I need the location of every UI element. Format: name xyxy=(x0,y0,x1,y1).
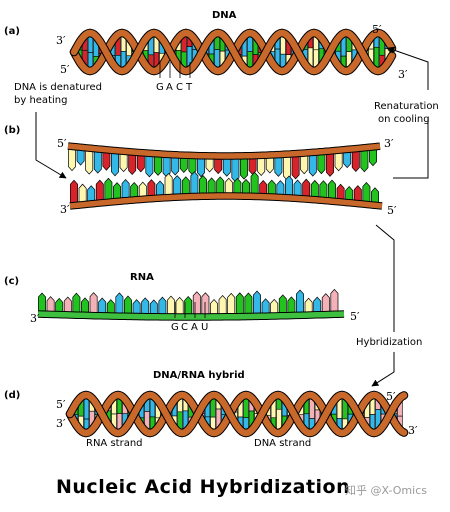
nucleotide-base xyxy=(192,291,201,318)
renature-arrow xyxy=(393,118,429,179)
d-end-bottom-left: 3′ xyxy=(56,417,66,430)
b-end-top-left: 5′ xyxy=(57,137,67,150)
denatured-single-strands xyxy=(67,142,383,210)
nucleotide-base xyxy=(231,155,240,183)
a-base-g: G xyxy=(156,82,164,93)
b-end-bottom-left: 3′ xyxy=(60,203,70,216)
c-base-callout: G C A U xyxy=(171,302,208,333)
c-base-u: U xyxy=(201,322,208,333)
a-base-c: C xyxy=(176,82,183,93)
c-end-left: 3′ xyxy=(30,312,40,325)
hybridization-caption: Hybridization xyxy=(356,337,422,348)
panel-c-letter: (c) xyxy=(4,276,19,287)
backbone xyxy=(66,391,408,437)
a-end-bottom-left: 5′ xyxy=(60,63,70,76)
a-base-a: A xyxy=(166,82,173,93)
c-end-right: 5′ xyxy=(350,310,360,323)
d-end-top-right: 5′ xyxy=(386,390,396,403)
panel-b-letter: (b) xyxy=(4,125,20,136)
backbone xyxy=(66,391,408,437)
rna-single-strand xyxy=(37,288,345,321)
renature-arrow-top xyxy=(387,46,429,90)
strand-backbone xyxy=(37,311,345,320)
d-end-top-left: 5′ xyxy=(56,398,66,411)
panel-d-heading: DNA/RNA hybrid xyxy=(153,370,245,381)
hybridize-arrow-bottom xyxy=(371,352,395,387)
renature-caption-line2: on cooling xyxy=(378,114,430,125)
renature-caption-line1: Renaturation xyxy=(374,101,439,112)
panel-c-heading: RNA xyxy=(130,272,154,283)
panel-a-letter: (a) xyxy=(4,26,20,37)
backbone xyxy=(70,29,396,75)
a-end-top-right: 5′ xyxy=(372,23,382,36)
b-end-top-right: 3′ xyxy=(384,137,394,150)
b-end-bottom-right: 5′ xyxy=(387,204,397,217)
dna-double-helix xyxy=(69,28,397,76)
c-base-g: G xyxy=(171,322,179,333)
panel-d-letter: (d) xyxy=(4,390,20,401)
denature-caption-line2: by heating xyxy=(14,95,67,106)
d-end-bottom-right: 3′ xyxy=(408,424,418,437)
dna-rna-hybrid-helix xyxy=(65,390,409,438)
a-end-top-left: 3′ xyxy=(56,34,66,47)
denature-caption-line1: DNA is denatured xyxy=(14,82,102,93)
strand-backbone xyxy=(69,193,383,209)
nucleotide-base xyxy=(253,290,261,317)
strand-backbone xyxy=(67,143,381,159)
rna-strand-label: RNA strand xyxy=(86,438,143,449)
a-base-callout: G A C T xyxy=(156,62,193,93)
dna-strand-label: DNA strand xyxy=(254,438,311,449)
denature-arrow xyxy=(35,112,67,179)
c-base-c: C xyxy=(181,322,188,333)
a-base-t: T xyxy=(185,82,193,93)
watermark: 知乎 @X-Omics xyxy=(345,483,427,497)
a-end-bottom-right: 3′ xyxy=(398,68,408,81)
hybridize-arrow xyxy=(375,224,395,332)
figure-title: Nucleic Acid Hybridization xyxy=(56,476,350,498)
c-base-a: A xyxy=(191,322,198,333)
panel-a-heading: DNA xyxy=(212,10,237,21)
